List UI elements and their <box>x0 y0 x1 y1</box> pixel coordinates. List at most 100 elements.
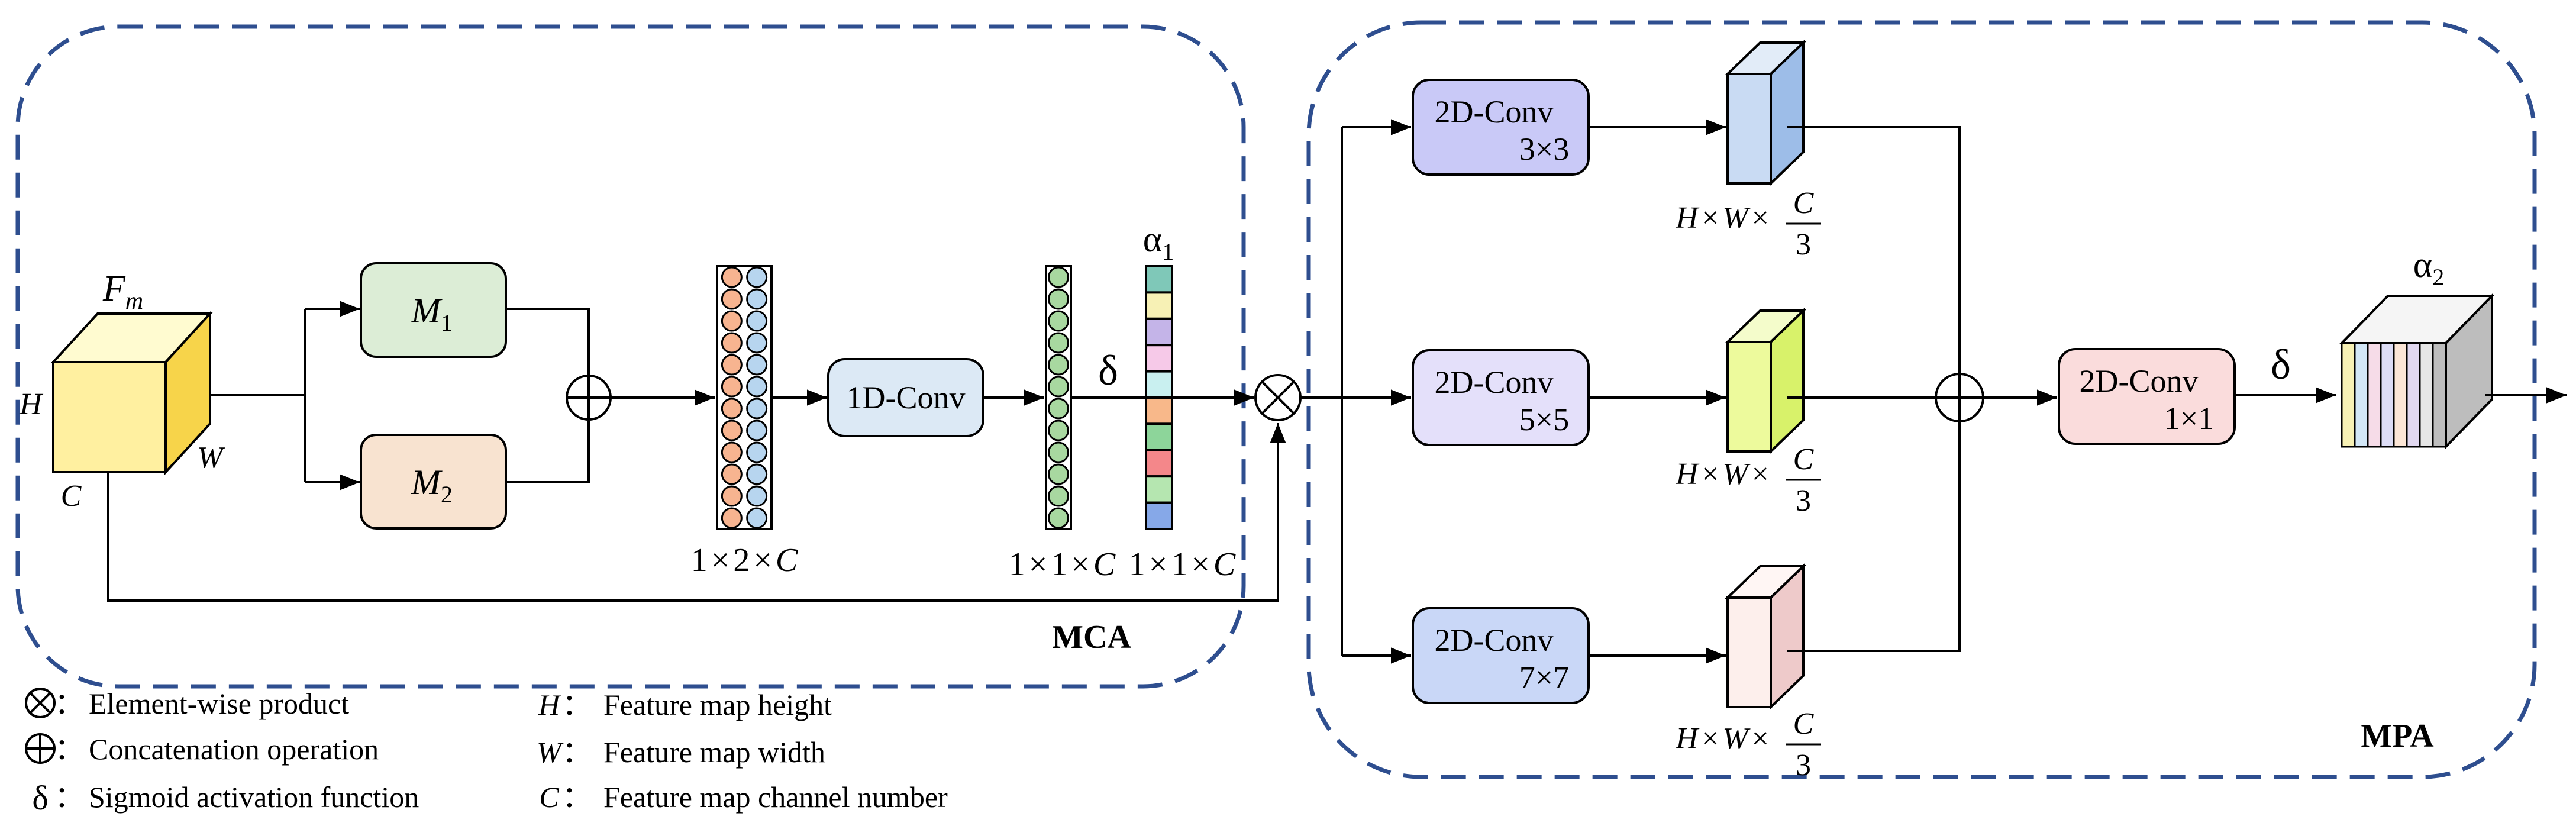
slab7-output-line <box>1787 421 1961 652</box>
m2-label: M2 <box>411 463 453 508</box>
conv7-label: 2D-Conv <box>1435 622 1554 658</box>
svg-text:H×W×: H×W× <box>1675 201 1769 235</box>
svg-text:3: 3 <box>1796 748 1811 782</box>
alpha2-slice <box>2380 342 2395 448</box>
bead <box>1048 398 1069 420</box>
alpha1-attention-vector <box>1145 265 1173 530</box>
legend-c-text: Feature map channel number <box>603 780 948 814</box>
conv1x1-kernel: 1×1 <box>2164 401 2214 436</box>
input-feature-label: Fm <box>102 269 143 315</box>
bead <box>746 507 768 529</box>
concat-operator-mca <box>566 375 612 421</box>
concat-feature-vector <box>716 265 773 530</box>
branch7-dims-label: H×W× C 3 <box>1675 707 1821 782</box>
bead <box>1048 376 1069 398</box>
legend-h-text: Feature map height <box>603 688 832 721</box>
legend-sep-1: ： <box>54 687 84 720</box>
bead <box>1048 332 1069 354</box>
skip-connection-line <box>107 423 1286 602</box>
bead <box>746 463 768 485</box>
alpha2-side-face <box>2445 293 2493 450</box>
legend-product-symbol <box>25 688 56 718</box>
cube-height-label: H <box>19 388 43 421</box>
bead <box>1048 266 1069 288</box>
bead <box>1048 310 1069 332</box>
legend-sep-4: ： <box>562 688 592 721</box>
alpha1-cell <box>1145 396 1173 425</box>
alpha1-cell <box>1145 475 1173 504</box>
sigmoid-symbol-mpa: δ <box>2271 341 2291 388</box>
alpha2-slice <box>2432 342 2447 448</box>
bead <box>746 376 768 398</box>
cube-front-face <box>52 361 167 473</box>
bead <box>746 398 768 420</box>
svg-text:H×W×: H×W× <box>1675 457 1769 491</box>
bead <box>746 266 768 288</box>
m2-output-line <box>506 421 590 483</box>
conv5-label: 2D-Conv <box>1435 364 1554 400</box>
bead <box>721 310 743 332</box>
alpha1-dims-label: 1×1×C <box>1129 546 1236 583</box>
bead <box>721 332 743 354</box>
conv1d-label: 1D-Conv <box>847 380 966 415</box>
bead <box>746 288 768 310</box>
bead <box>1048 507 1069 529</box>
alpha1-cell <box>1145 501 1173 530</box>
bead <box>746 441 768 463</box>
legend-sep-3: ： <box>54 780 84 814</box>
input-feature-cube <box>50 310 213 476</box>
alpha2-slice <box>2393 342 2408 448</box>
alpha2-slice <box>2341 342 2356 448</box>
bead <box>721 463 743 485</box>
bead <box>721 376 743 398</box>
alpha2-label: α2 <box>2413 245 2444 291</box>
mpa-dashed-border <box>1306 20 2537 779</box>
bead <box>746 420 768 441</box>
concat-operator-mpa <box>1935 373 1984 422</box>
bead <box>721 266 743 288</box>
bead <box>721 507 743 529</box>
legend-c-symbol: C <box>539 780 559 814</box>
mca-dashed-border <box>15 24 1246 689</box>
alpha1-cell <box>1145 265 1173 294</box>
cube-width-label: W <box>197 441 225 475</box>
branch3-dims-label: H×W× C 3 <box>1675 186 1821 262</box>
legend-sep-6: ： <box>562 780 592 814</box>
alpha2-attention-stack <box>2339 293 2495 450</box>
mpa-title: MPA <box>2361 718 2434 754</box>
bead-column-frame <box>716 265 773 530</box>
m1-output-line <box>506 308 590 375</box>
svg-text:C: C <box>1793 707 1815 741</box>
alpha1-cell <box>1145 370 1173 399</box>
legend-sigmoid-symbol: δ <box>32 779 48 817</box>
mca-title: MCA <box>1052 619 1131 656</box>
legend-sep-5: ： <box>562 735 592 769</box>
alpha1-cell <box>1145 317 1173 347</box>
conv1x1-label: 2D-Conv <box>2080 363 2199 399</box>
alpha1-label: α1 <box>1143 220 1174 265</box>
bead <box>721 354 743 376</box>
branch5-feature-slab <box>1725 308 1806 454</box>
legend-w-text: Feature map width <box>603 735 825 769</box>
legend-sep-2: ： <box>54 733 84 766</box>
conv1d-out-dims-label: 1×1×C <box>1009 546 1116 583</box>
alpha1-cell <box>1145 291 1173 320</box>
m1-label: M1 <box>411 291 453 336</box>
legend-concat-symbol <box>25 733 56 764</box>
conv3-label: 2D-Conv <box>1435 94 1554 130</box>
legend-sigmoid-text: Sigmoid activation function <box>89 780 419 814</box>
bead <box>746 354 768 376</box>
bead <box>1048 354 1069 376</box>
element-wise-product-operator <box>1254 374 1302 421</box>
slab3-output-line <box>1787 126 1961 374</box>
concat-dims-label: 1×2×C <box>691 542 798 579</box>
legend-concat-text: Concatenation operation <box>89 733 379 766</box>
svg-text:H×W×: H×W× <box>1675 722 1769 756</box>
conv5-kernel: 5×5 <box>1519 402 1569 437</box>
branch5-dims-label: H×W× C 3 <box>1675 443 1821 518</box>
bead <box>721 441 743 463</box>
conv1d-output-vector <box>1045 265 1072 530</box>
alpha2-slice <box>2354 342 2369 448</box>
conv3-kernel: 3×3 <box>1519 131 1569 167</box>
